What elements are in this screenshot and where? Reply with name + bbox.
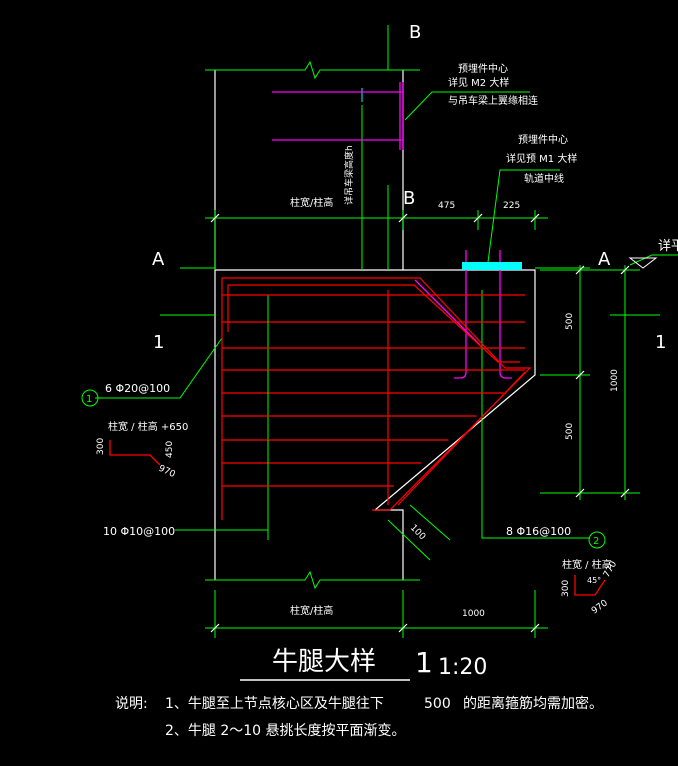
section-a-right-label: A [598, 249, 611, 270]
m1-callout-line3: 轨道中线 [524, 172, 564, 185]
section-1-left-label: 1 [153, 332, 164, 353]
bar2-label: 8 Φ16@100 [506, 525, 571, 538]
notes-prefix: 说明: [115, 696, 148, 712]
m2-callout-line2: 详见 M2 大样 [448, 76, 509, 89]
dim-500-lower: 500 [565, 423, 575, 440]
drawing-scale: 1:20 [438, 655, 487, 680]
bar2-marker-circle [588, 531, 606, 549]
bar1-label: 6 Φ20@100 [105, 382, 170, 395]
bar2-shape [574, 575, 606, 596]
section-1-right-label: 1 [655, 332, 666, 353]
m2-callout-line3: 与吊车梁上翼缘相连 [448, 94, 538, 107]
axis-lines [361, 88, 658, 269]
bottom-span-label: 柱宽/柱高 [290, 604, 333, 617]
axis-b-mid-label: B [403, 188, 415, 209]
dim-475: 475 [438, 201, 455, 211]
concrete-outline [214, 70, 536, 580]
section-number: 1 [415, 646, 433, 679]
bottom-right-dim: 1000 [462, 609, 485, 619]
section-a-left-label: A [152, 249, 165, 270]
bar1-dim-450: 450 [165, 441, 175, 458]
bar2-marker: 2 [593, 536, 599, 547]
dim-1000: 1000 [610, 369, 620, 392]
top-span-label: 柱宽/柱高 [290, 196, 333, 209]
bar1-shape [109, 440, 161, 466]
bar1-dim-300: 300 [96, 438, 106, 455]
dimension-ticks [210, 213, 630, 633]
notes-line1-suffix: 的距离箍筋均需加密。 [463, 695, 603, 712]
dimension-lines [95, 25, 678, 638]
bar1-marker-circle [81, 389, 99, 407]
notes-line2: 2、牛腿 2～10 悬挑长度按平面渐变。 [165, 723, 406, 739]
bar1-marker: 1 [86, 394, 92, 405]
notes-line1: 1、牛腿至上节点核心区及牛腿往下 [165, 696, 384, 712]
bar1-shape-title: 柱宽 / 柱高 +650 [108, 420, 188, 433]
stirrup-label: 10 Φ10@100 [103, 525, 175, 538]
m1-callout-line2: 详见预 M1 大样 [506, 152, 577, 165]
notes-line1-value: 500 [424, 696, 451, 712]
detail-right-label: 详平 [658, 239, 678, 254]
bar2-dim-300: 300 [561, 580, 571, 597]
top-bar-outer [221, 277, 532, 511]
dim-225: 225 [503, 201, 520, 211]
m1-callout-line1: 预埋件中心 [518, 133, 568, 146]
drawing-title: 牛腿大样 [272, 647, 376, 677]
axis-b-top-label: B [409, 22, 421, 43]
slope-bar [397, 371, 526, 506]
top-bar-inner [227, 284, 520, 363]
rebar-group [221, 277, 532, 520]
bar2-angle: 45° [587, 576, 601, 585]
bar2-shape-title: 柱宽 / 柱高 [562, 558, 612, 571]
embedded-parts [272, 82, 522, 379]
m2-callout-line1: 预埋件中心 [458, 62, 508, 75]
dim-500-upper: 500 [565, 313, 575, 330]
hanger-height-note: 详吊车梁高度h [343, 145, 355, 205]
